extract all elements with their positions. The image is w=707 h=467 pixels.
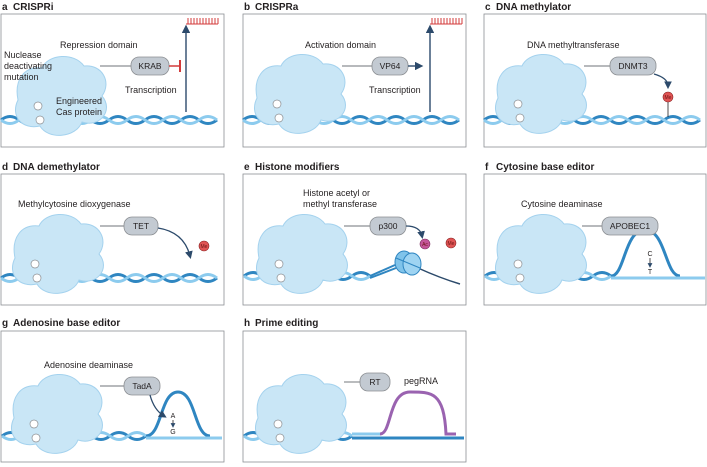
effector-tag: RT <box>369 377 380 387</box>
demethylation-arrow <box>157 227 193 260</box>
effector-box <box>601 216 659 236</box>
panel-title: DNA demethylator <box>13 162 100 173</box>
editing-arrow <box>149 394 167 418</box>
effector-tag: DNMT3 <box>618 61 648 71</box>
methyl-label: Me <box>665 95 672 101</box>
modification-arrow <box>405 225 425 240</box>
methyl-label: Me <box>201 244 208 250</box>
methyl-label: Me <box>448 241 455 247</box>
panel-a: a CRISPRi KRAB Repression domain Transcr… <box>0 2 225 148</box>
panel-title: CRISPRa <box>255 2 299 13</box>
domain-label: Cytosine deaminase <box>521 199 603 209</box>
panel-title: Adenosine base editor <box>13 318 120 329</box>
base-from: C <box>647 251 652 258</box>
base-to: G <box>170 429 175 436</box>
base-from: A <box>171 413 176 420</box>
effector-tag: TET <box>133 221 149 231</box>
panel-letter: h <box>244 318 250 329</box>
panel-title: DNA methylator <box>496 2 571 13</box>
domain-label: Adenosine deaminase <box>44 360 133 370</box>
panel-letter: b <box>244 2 250 13</box>
effector-tag: p300 <box>379 221 398 231</box>
effector-box <box>123 376 161 396</box>
domain-label: Repression domain <box>60 40 138 50</box>
methyl-mark <box>198 240 210 252</box>
mutation-label: Nuclease deactivating mutation <box>4 50 55 82</box>
histone-nucleosome <box>394 250 422 276</box>
panel-letter: f <box>485 162 489 173</box>
effector-box <box>123 216 159 236</box>
panel-title: Prime editing <box>255 318 318 329</box>
panel-b: b CRISPRa VP64 Activation domain Transcr… <box>241 2 467 148</box>
panel-letter: d <box>2 162 8 173</box>
panel-letter: g <box>2 318 8 329</box>
panel-f: f Cytosine base editor APOBEC1 Cytosine … <box>483 162 707 306</box>
panel-title: Cytosine base editor <box>496 162 594 173</box>
transcription-label: Transcription <box>125 85 177 95</box>
acetyl-mark <box>419 238 431 250</box>
effector-tag: TadA <box>132 381 152 391</box>
panel-c: c DNA methylator DNMT3 DNA methyltransfe… <box>482 2 707 148</box>
domain-label: Methylcytosine dioxygenase <box>18 199 131 209</box>
panel-g: g Adenosine base editor TadA Adenosine d… <box>0 318 225 463</box>
methyl-mark <box>445 237 457 249</box>
effector-tag: APOBEC1 <box>610 221 650 231</box>
transcript-marks <box>430 18 463 25</box>
effector-tag: VP64 <box>380 61 401 71</box>
domain-label: DNA methyltransferase <box>527 40 620 50</box>
methylation-arrow <box>653 73 672 90</box>
panel-d: d DNA demethylator TET Methylcytosine di… <box>0 162 225 306</box>
pegrna-label: pegRNA <box>404 376 438 386</box>
pegrna-strand <box>379 390 456 436</box>
panel-letter: a <box>2 2 8 13</box>
base-to: T <box>648 269 653 276</box>
panel-e: e Histone modifiers p300 Histone acetyl … <box>242 162 467 306</box>
effector-box <box>359 372 391 392</box>
effector-box <box>609 56 657 76</box>
panel-title: CRISPRi <box>13 2 54 13</box>
panel-letter: c <box>485 2 491 13</box>
transcript-marks <box>186 18 219 25</box>
protein-label: Engineered Cas protein <box>56 96 105 117</box>
acetyl-label: Ac <box>422 242 428 248</box>
panel-letter: e <box>244 162 250 173</box>
domain-label: Activation domain <box>305 40 376 50</box>
panel-h: h Prime editing RT pegRNA <box>242 318 467 463</box>
effector-tag: KRAB <box>138 61 161 71</box>
panel-title: Histone modifiers <box>255 162 340 173</box>
domain-label: Histone acetyl or methyl transferase <box>303 188 377 209</box>
transcription-label: Transcription <box>369 85 421 95</box>
